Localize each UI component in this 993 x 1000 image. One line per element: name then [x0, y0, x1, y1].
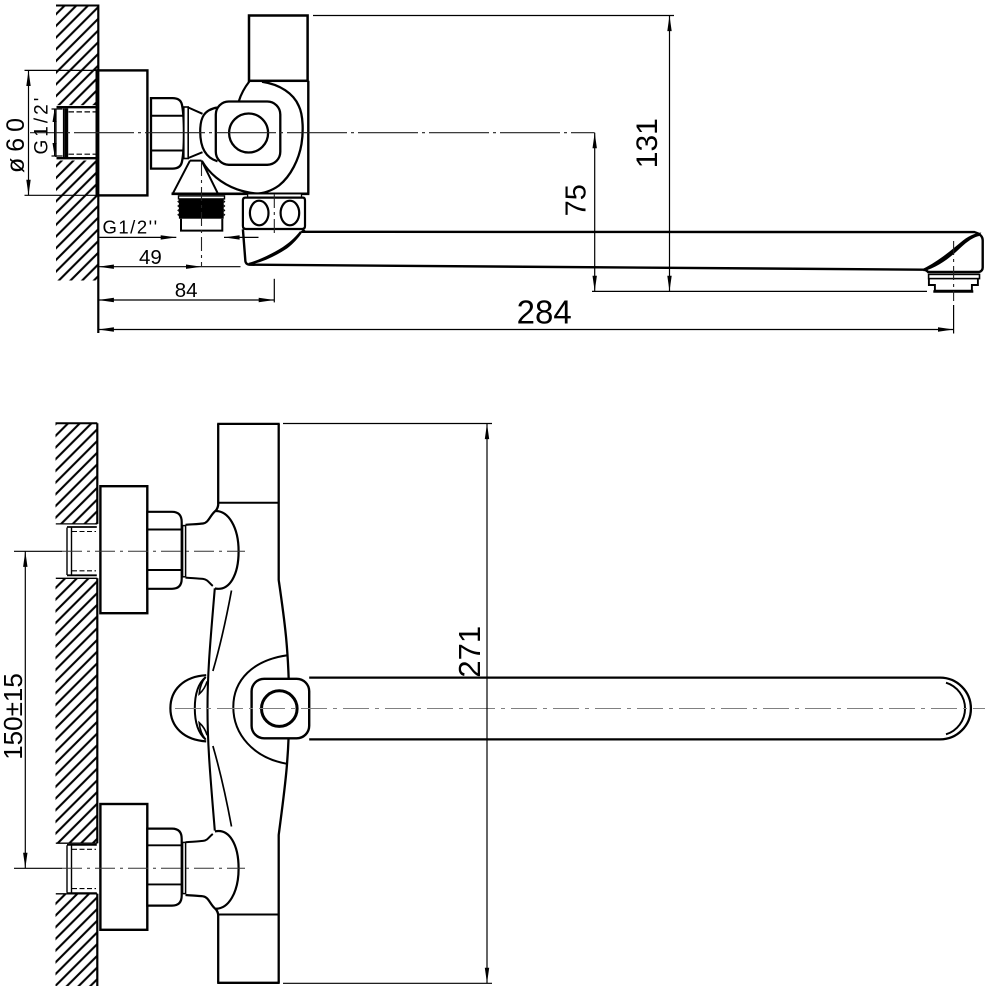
svg-text:150±15: 150±15 [0, 673, 28, 760]
svg-text:49: 49 [139, 246, 162, 269]
svg-text:131: 131 [631, 118, 664, 168]
svg-text:ø60: ø60 [2, 112, 30, 173]
svg-text:75: 75 [561, 184, 593, 216]
svg-text:84: 84 [175, 279, 198, 302]
svg-text:G1/2'': G1/2'' [103, 217, 159, 238]
svg-text:271: 271 [452, 626, 487, 678]
svg-text:284: 284 [517, 294, 572, 331]
svg-text:G1/2': G1/2' [32, 95, 53, 155]
